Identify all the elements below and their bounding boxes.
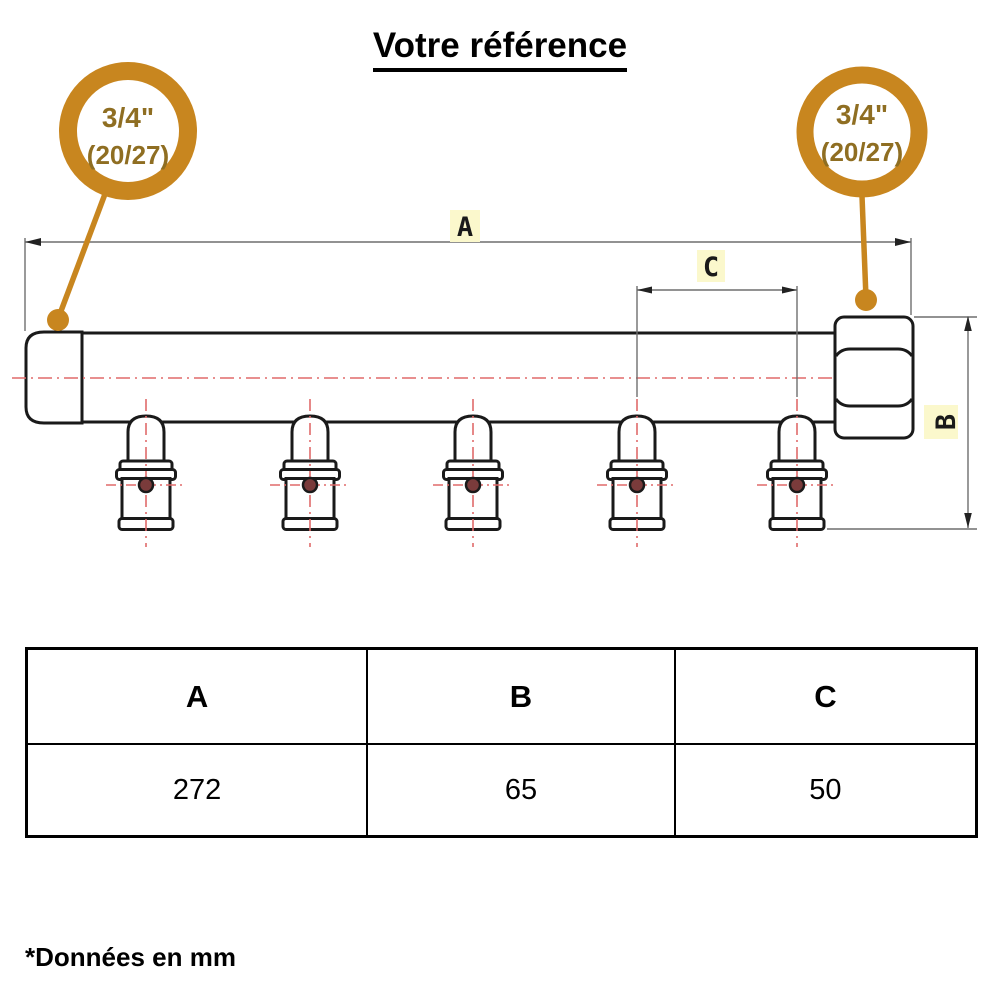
dimension-c: C	[636, 250, 798, 397]
left-end-cap	[24, 330, 84, 425]
dimension-c-label: C	[703, 252, 719, 283]
dimension-table: A B C 272 65 50	[25, 647, 978, 838]
dimension-a-label: A	[457, 212, 473, 243]
table-header-b: B	[366, 650, 674, 743]
units-footnote: *Données en mm	[25, 942, 236, 972]
manifold-technical-drawing: A C B 3/4" (20/27) 3/4" (20/27)	[12, 62, 977, 549]
callout-right-ring	[796, 66, 928, 198]
page-title: Votre référence	[0, 26, 1000, 72]
dimension-b-label: B	[931, 414, 962, 430]
right-nut-fitting	[833, 315, 915, 440]
table-header-c: C	[673, 650, 975, 743]
callout-right-anchor-dot	[855, 289, 877, 311]
callout-left-size: 3/4"	[102, 102, 154, 133]
callout-right-size: 3/4"	[836, 99, 888, 130]
callout-right-thread: (20/27)	[821, 137, 903, 167]
callout-left-ring	[59, 62, 197, 200]
callout-right: 3/4" (20/27)	[796, 66, 928, 311]
table-value-b: 65	[366, 743, 674, 835]
manifold-body	[12, 315, 915, 549]
dimension-b: B	[827, 316, 977, 530]
table-header-a: A	[28, 650, 367, 743]
table-value-a: 272	[28, 743, 367, 835]
callout-left-thread: (20/27)	[87, 140, 169, 170]
callout-left-anchor-dot	[47, 309, 69, 331]
callout-left: 3/4" (20/27)	[47, 62, 197, 331]
dimension-a: A	[24, 210, 912, 331]
table-value-c: 50	[673, 743, 975, 835]
